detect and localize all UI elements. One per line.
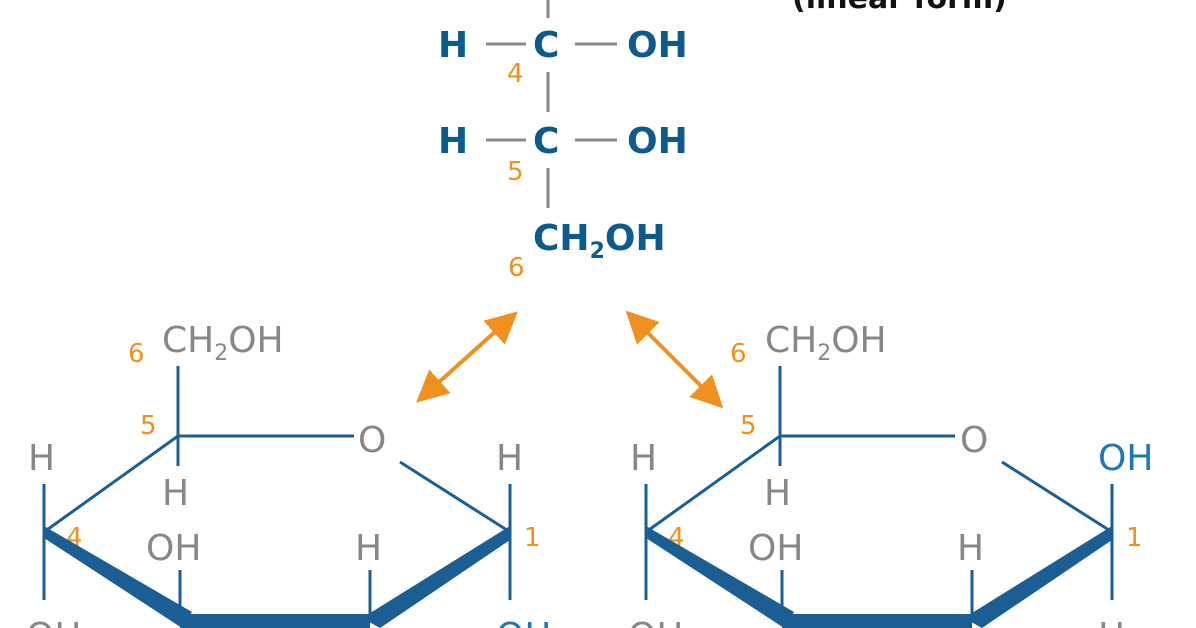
- c6-sub: 2: [590, 239, 605, 264]
- beta-n5: 5: [740, 411, 757, 441]
- c6-ch: CH: [533, 218, 590, 259]
- beta-ch: CH: [765, 320, 817, 361]
- alpha-oh-bottom-left: OH: [26, 616, 81, 628]
- c5-carbon: C: [533, 121, 559, 162]
- beta-ch2-sub: 2: [817, 341, 831, 366]
- beta-wedge-left: [646, 526, 794, 628]
- beta-oh-c3: OH: [748, 528, 803, 569]
- beta-ch2oh-oh: OH: [831, 320, 886, 361]
- alpha-ch2oh-oh: OH: [228, 320, 283, 361]
- alpha-h-c1: H: [496, 438, 523, 479]
- beta-h-bottom-right: H: [1098, 616, 1125, 628]
- alpha-ring-o: O: [358, 420, 386, 461]
- alpha-oh-c3: OH: [146, 528, 201, 569]
- c4-oh: OH: [627, 25, 688, 66]
- beta-oh-c1: OH: [1098, 438, 1153, 479]
- alpha-ch2oh: CH2OH: [162, 320, 284, 366]
- alpha-wedge-left: [44, 526, 192, 628]
- alpha-wedge-right: [362, 526, 510, 628]
- beta-wedge-right: [964, 526, 1112, 628]
- c5-number: 5: [507, 157, 524, 187]
- alpha-h-c2: H: [355, 528, 382, 569]
- alpha-ring: CH2OH 6 5 4 1 O H H OH H H OH OH: [26, 320, 551, 628]
- c4-carbon: C: [533, 25, 559, 66]
- beta-ring: CH2OH 6 5 4 1 O H H OH H OH OH H: [628, 320, 1153, 628]
- beta-oh-bottom-left: OH: [628, 616, 683, 628]
- alpha-h-c5: H: [162, 473, 189, 514]
- alpha-oh-bottom-right: OH: [496, 616, 551, 628]
- beta-ch2oh: CH2OH: [765, 320, 887, 366]
- alpha-ch2-sub: 2: [214, 341, 228, 366]
- c4-h: H: [438, 25, 468, 66]
- double-headed-arrow-right: [625, 310, 724, 409]
- alpha-n5: 5: [140, 411, 157, 441]
- c6-ch2oh: CH2OH: [533, 218, 666, 264]
- c4-number: 4: [507, 59, 524, 89]
- alpha-c5-c4: [43, 434, 179, 534]
- beta-c5-c4: [645, 434, 781, 534]
- beta-ring-o: O: [960, 420, 988, 461]
- beta-h-c2: H: [957, 528, 984, 569]
- double-headed-arrow-left: [416, 311, 518, 403]
- alpha-o-c1: [399, 460, 511, 534]
- beta-n1: 1: [1126, 523, 1143, 553]
- c5-h: H: [438, 121, 468, 162]
- c6-oh: OH: [605, 218, 666, 259]
- alpha-h-c4: H: [28, 438, 55, 479]
- beta-o-c1: [1001, 460, 1113, 534]
- c5-oh: OH: [627, 121, 688, 162]
- c6-number: 6: [508, 253, 525, 283]
- alpha-ch: CH: [162, 320, 214, 361]
- alpha-n6: 6: [128, 339, 145, 369]
- beta-h-c5: H: [764, 473, 791, 514]
- alpha-front-edge: [180, 614, 370, 628]
- linear-caption: (linear form): [792, 0, 1007, 16]
- beta-front-edge: [782, 614, 972, 628]
- linear-form: (linear form) H C OH 4 H C OH 5 CH2OH 6: [438, 0, 1007, 283]
- beta-h-c4: H: [630, 438, 657, 479]
- beta-n6: 6: [730, 339, 747, 369]
- alpha-n1: 1: [524, 523, 541, 553]
